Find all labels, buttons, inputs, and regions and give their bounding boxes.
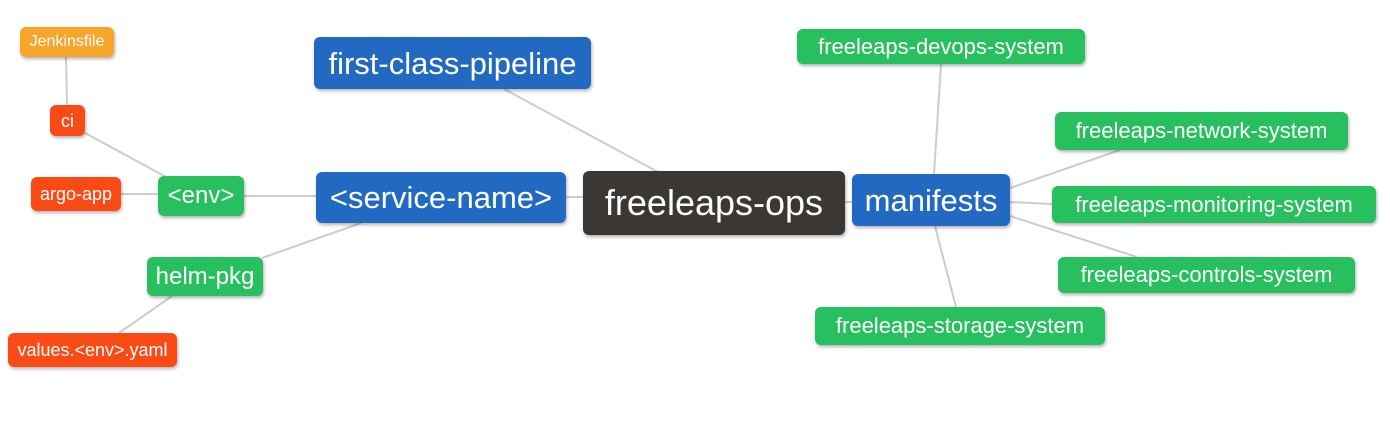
node-service-name[interactable]: <service-name> — [316, 172, 566, 223]
node-label: manifests — [864, 182, 998, 218]
node-ci[interactable]: ci — [50, 105, 85, 136]
node-manifests[interactable]: manifests — [852, 174, 1010, 226]
node-freeleaps-controls-system[interactable]: freeleaps-controls-system — [1058, 257, 1355, 293]
node-label: <env> — [167, 182, 235, 209]
node-env[interactable]: <env> — [158, 176, 244, 216]
node-values-env-yaml[interactable]: values.<env>.yaml — [8, 333, 177, 367]
node-freeleaps-storage-system[interactable]: freeleaps-storage-system — [815, 307, 1105, 345]
node-first-class-pipeline[interactable]: first-class-pipeline — [314, 37, 591, 89]
node-label: freeleaps-ops — [604, 182, 824, 223]
edge-ci-env — [84, 132, 169, 179]
node-label: helm-pkg — [155, 262, 255, 290]
node-label: values.<env>.yaml — [17, 340, 168, 360]
node-label: freeleaps-monitoring-system — [1075, 191, 1353, 217]
edge-first-class-pipeline-freeleaps-ops — [503, 88, 659, 173]
edge-manifests-freeleaps-controls-system — [1009, 215, 1138, 258]
node-label: freeleaps-devops-system — [818, 33, 1064, 59]
node-label: Jenkinsfile — [29, 33, 105, 50]
node-freeleaps-devops-system[interactable]: freeleaps-devops-system — [797, 29, 1085, 64]
node-argo-app[interactable]: argo-app — [31, 177, 121, 211]
edge-manifests-freeleaps-storage-system — [934, 225, 957, 308]
edge-jenkinsfile-ci — [65, 56, 68, 106]
node-freeleaps-network-system[interactable]: freeleaps-network-system — [1055, 112, 1348, 150]
edge-manifests-freeleaps-monitoring-system — [1009, 201, 1053, 205]
edge-manifests-freeleaps-network-system — [1009, 149, 1121, 189]
node-freeleaps-monitoring-system[interactable]: freeleaps-monitoring-system — [1052, 186, 1376, 223]
node-label: freeleaps-network-system — [1075, 118, 1328, 143]
edge-service-name-helm-pkg — [261, 222, 362, 259]
edge-manifests-freeleaps-devops-system — [933, 63, 942, 175]
node-label: <service-name> — [329, 180, 553, 215]
node-label: first-class-pipeline — [328, 45, 577, 81]
node-freeleaps-ops[interactable]: freeleaps-ops — [583, 171, 845, 235]
node-label: ci — [61, 110, 74, 131]
node-jenkinsfile[interactable]: Jenkinsfile — [20, 27, 114, 57]
node-label: freeleaps-controls-system — [1080, 262, 1333, 287]
node-label: argo-app — [39, 184, 113, 204]
edge-helm-pkg-values-env-yaml — [118, 295, 173, 334]
node-helm-pkg[interactable]: helm-pkg — [147, 257, 263, 296]
node-label: freeleaps-storage-system — [835, 313, 1085, 338]
